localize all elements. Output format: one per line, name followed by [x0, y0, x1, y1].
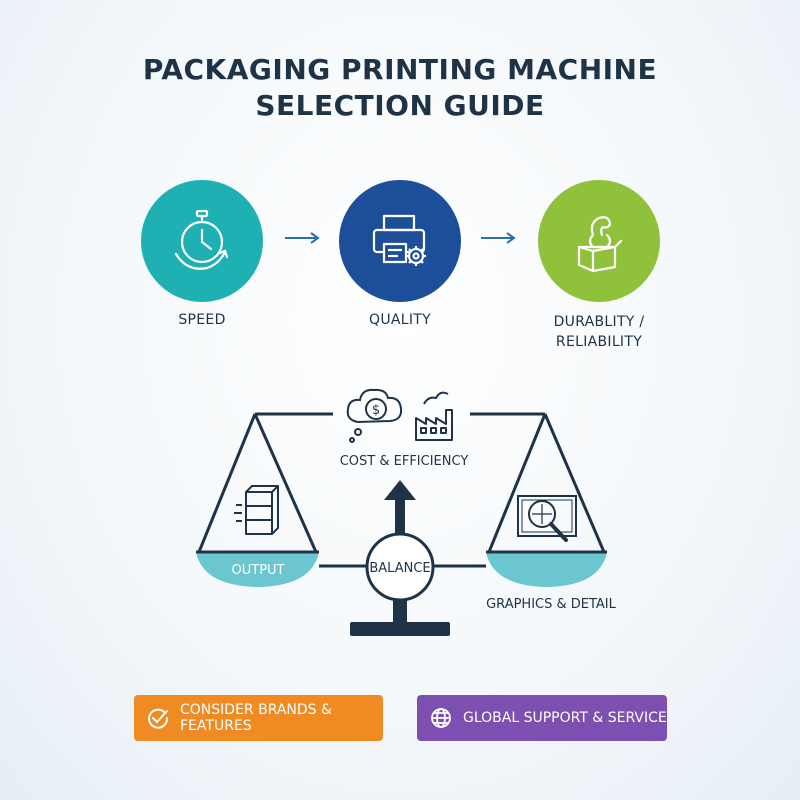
page-title: PACKAGING PRINTING MACHINE SELECTION GUI…	[0, 52, 800, 124]
consider-brands-button: CONSIDER BRANDS & FEATURES	[134, 695, 383, 741]
cost-efficiency-label: COST & EFFICIENCY	[340, 454, 469, 469]
durability-circle	[538, 180, 660, 302]
title-line-1: PACKAGING PRINTING MACHINE	[142, 53, 658, 86]
arrow-right-icon	[285, 232, 320, 244]
checkmark-circle-icon	[148, 708, 169, 729]
right-pan	[486, 413, 607, 587]
factor-label-quality: QUALITY	[369, 312, 431, 328]
stacked-boxes-icon	[234, 485, 279, 535]
factor-label-durability-line-2: RELIABILITY	[555, 334, 643, 350]
title-line-2: SELECTION GUIDE	[255, 89, 545, 122]
magnifier-detail-icon	[517, 495, 577, 542]
factor-label-durability: DURABLITY / RELIABILITY	[509, 312, 689, 352]
strong-arm-box-icon	[577, 216, 623, 273]
consider-brands-label: CONSIDER BRANDS & FEATURES	[180, 702, 332, 734]
graphics-detail-label: GRAPHICS & DETAIL	[486, 597, 617, 612]
scale-base	[350, 622, 450, 636]
factor-label-durability-line-1: DURABLITY /	[553, 314, 645, 330]
output-label: OUTPUT	[232, 563, 285, 578]
factor-label-speed: SPEED	[178, 312, 226, 328]
global-support-button: GLOBAL SUPPORT & SERVICE	[417, 695, 667, 741]
svg-text:$: $	[372, 403, 380, 418]
globe-icon	[431, 708, 451, 728]
up-arrow-icon	[384, 480, 416, 534]
printer-gear-icon	[372, 214, 426, 266]
dollar-cloud-icon: $	[346, 388, 403, 443]
quality-circle	[339, 180, 461, 302]
stopwatch-icon	[174, 209, 229, 270]
scale-post	[393, 595, 407, 625]
global-support-label: GLOBAL SUPPORT & SERVICE	[463, 710, 667, 726]
balance-label: BALANCE	[369, 561, 430, 576]
balance-circle	[365, 532, 435, 602]
left-pan	[196, 413, 319, 587]
arrow-right-icon	[481, 232, 516, 244]
factory-icon	[415, 391, 453, 441]
speed-circle	[141, 180, 263, 302]
